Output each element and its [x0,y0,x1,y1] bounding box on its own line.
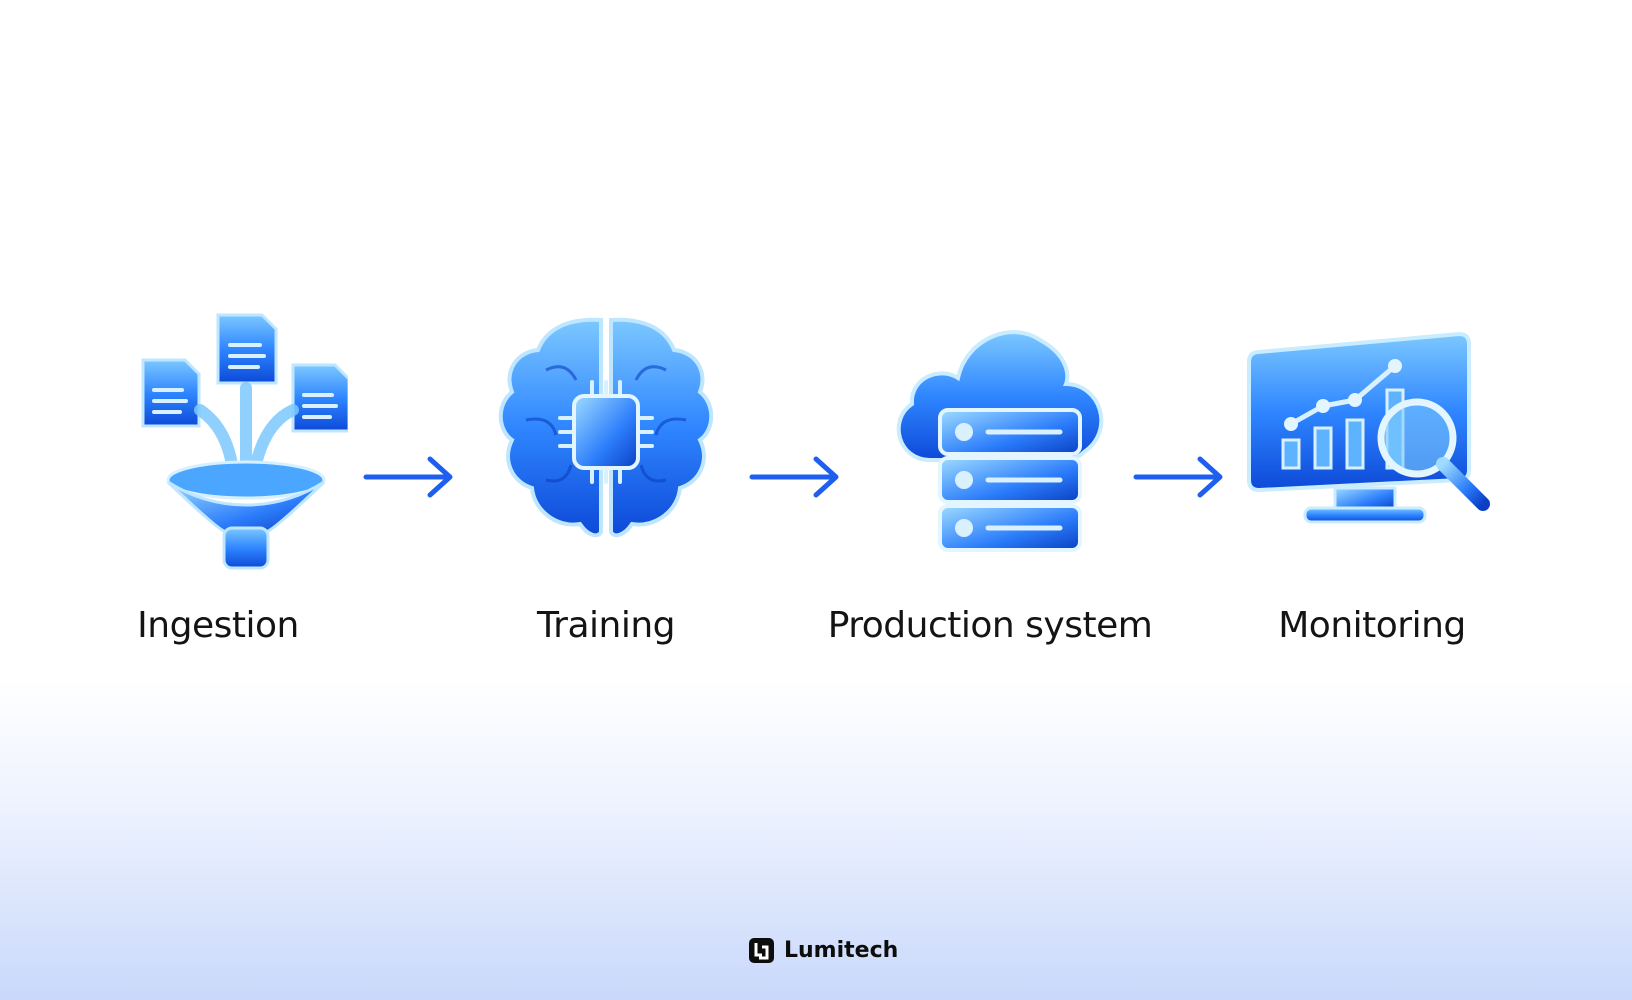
arrow-right-icon [363,456,453,498]
step-production-system [840,300,1160,600]
step-ingestion [58,300,378,600]
step-label-monitoring: Monitoring [1278,605,1466,646]
arrow-right-icon [749,456,839,498]
step-label-ingestion: Ingestion [137,605,299,646]
step-monitoring [1215,300,1535,600]
funnel-documents-icon [141,313,348,570]
brand-name: Lumitech [784,938,899,963]
step-label-training: Training [536,605,676,646]
arrow-right-icon [1133,456,1223,498]
step-training [446,300,766,600]
lumitech-logo-icon [749,938,774,963]
cloud-server-icon [896,330,1104,552]
brand-logo: Lumitech [749,938,898,963]
monitor-analytics-icon [1247,331,1490,524]
brain-chip-icon [498,317,714,538]
step-label-production-system: Production system [827,605,1153,646]
